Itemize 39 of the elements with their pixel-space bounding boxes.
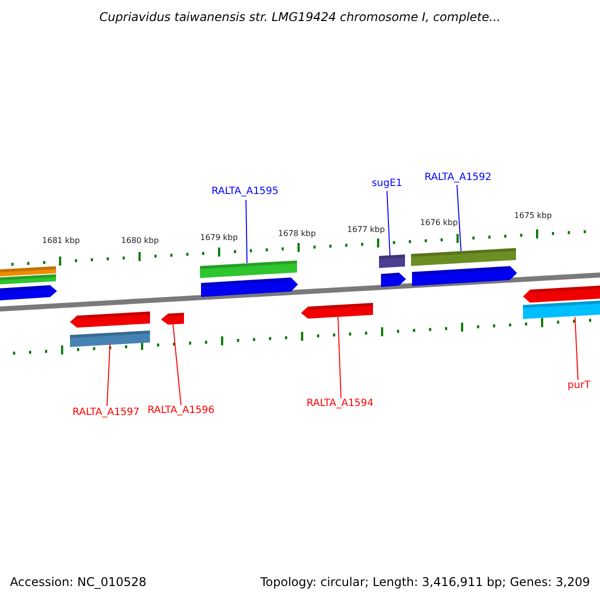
gene-block: [201, 277, 298, 297]
gene-block: [523, 285, 600, 303]
gene-bar: [200, 260, 297, 278]
scale-label: 1681 kbp: [42, 237, 80, 245]
leader-line: [386, 190, 390, 256]
scale-label: 1675 kbp: [514, 212, 552, 220]
info-text: Topology: circular; Length: 3,416,911 bp; Genes: 3,209: [260, 576, 590, 588]
leader-line: [338, 316, 342, 398]
gene-bar: [0, 274, 56, 285]
gene-bar: [411, 248, 516, 266]
scale-label: 1677 kbp: [347, 226, 385, 234]
gene-label: purT: [568, 381, 590, 391]
leader-line: [456, 184, 462, 252]
gene-bar: [0, 266, 56, 277]
gene-bar: [70, 330, 150, 347]
scale-label: 1678 kbp: [278, 230, 316, 238]
gene-block: [0, 285, 57, 301]
gene-label: sugE1: [372, 179, 402, 189]
gene-label: RALTA_A1594: [306, 399, 374, 409]
leader-line: [106, 344, 110, 406]
scale-label: 1680 kbp: [121, 237, 159, 245]
scale-label: 1676 kbp: [420, 219, 458, 227]
leader-line: [246, 200, 248, 264]
leader-line: [172, 324, 182, 406]
gene-label: RALTA_A1597: [72, 408, 140, 418]
gene-bar: [379, 254, 405, 268]
scale-label: 1679 kbp: [200, 234, 238, 242]
gene-block: [412, 266, 517, 286]
gene-label: RALTA_A1592: [424, 173, 492, 183]
gene-block: [70, 311, 150, 328]
gene-label: RALTA_A1596: [147, 406, 215, 416]
gene-block: [381, 272, 406, 287]
info-text: Accession: NC_010528: [10, 576, 146, 588]
gene-bar: [523, 300, 600, 319]
gene-block: [161, 312, 184, 325]
leader-line: [574, 316, 578, 380]
gene-block: [301, 302, 373, 319]
title: Cupriavidus taiwanensis str. LMG19424 chromosome I, complete...: [99, 11, 501, 23]
gene-label: RALTA_A1595: [211, 187, 279, 197]
